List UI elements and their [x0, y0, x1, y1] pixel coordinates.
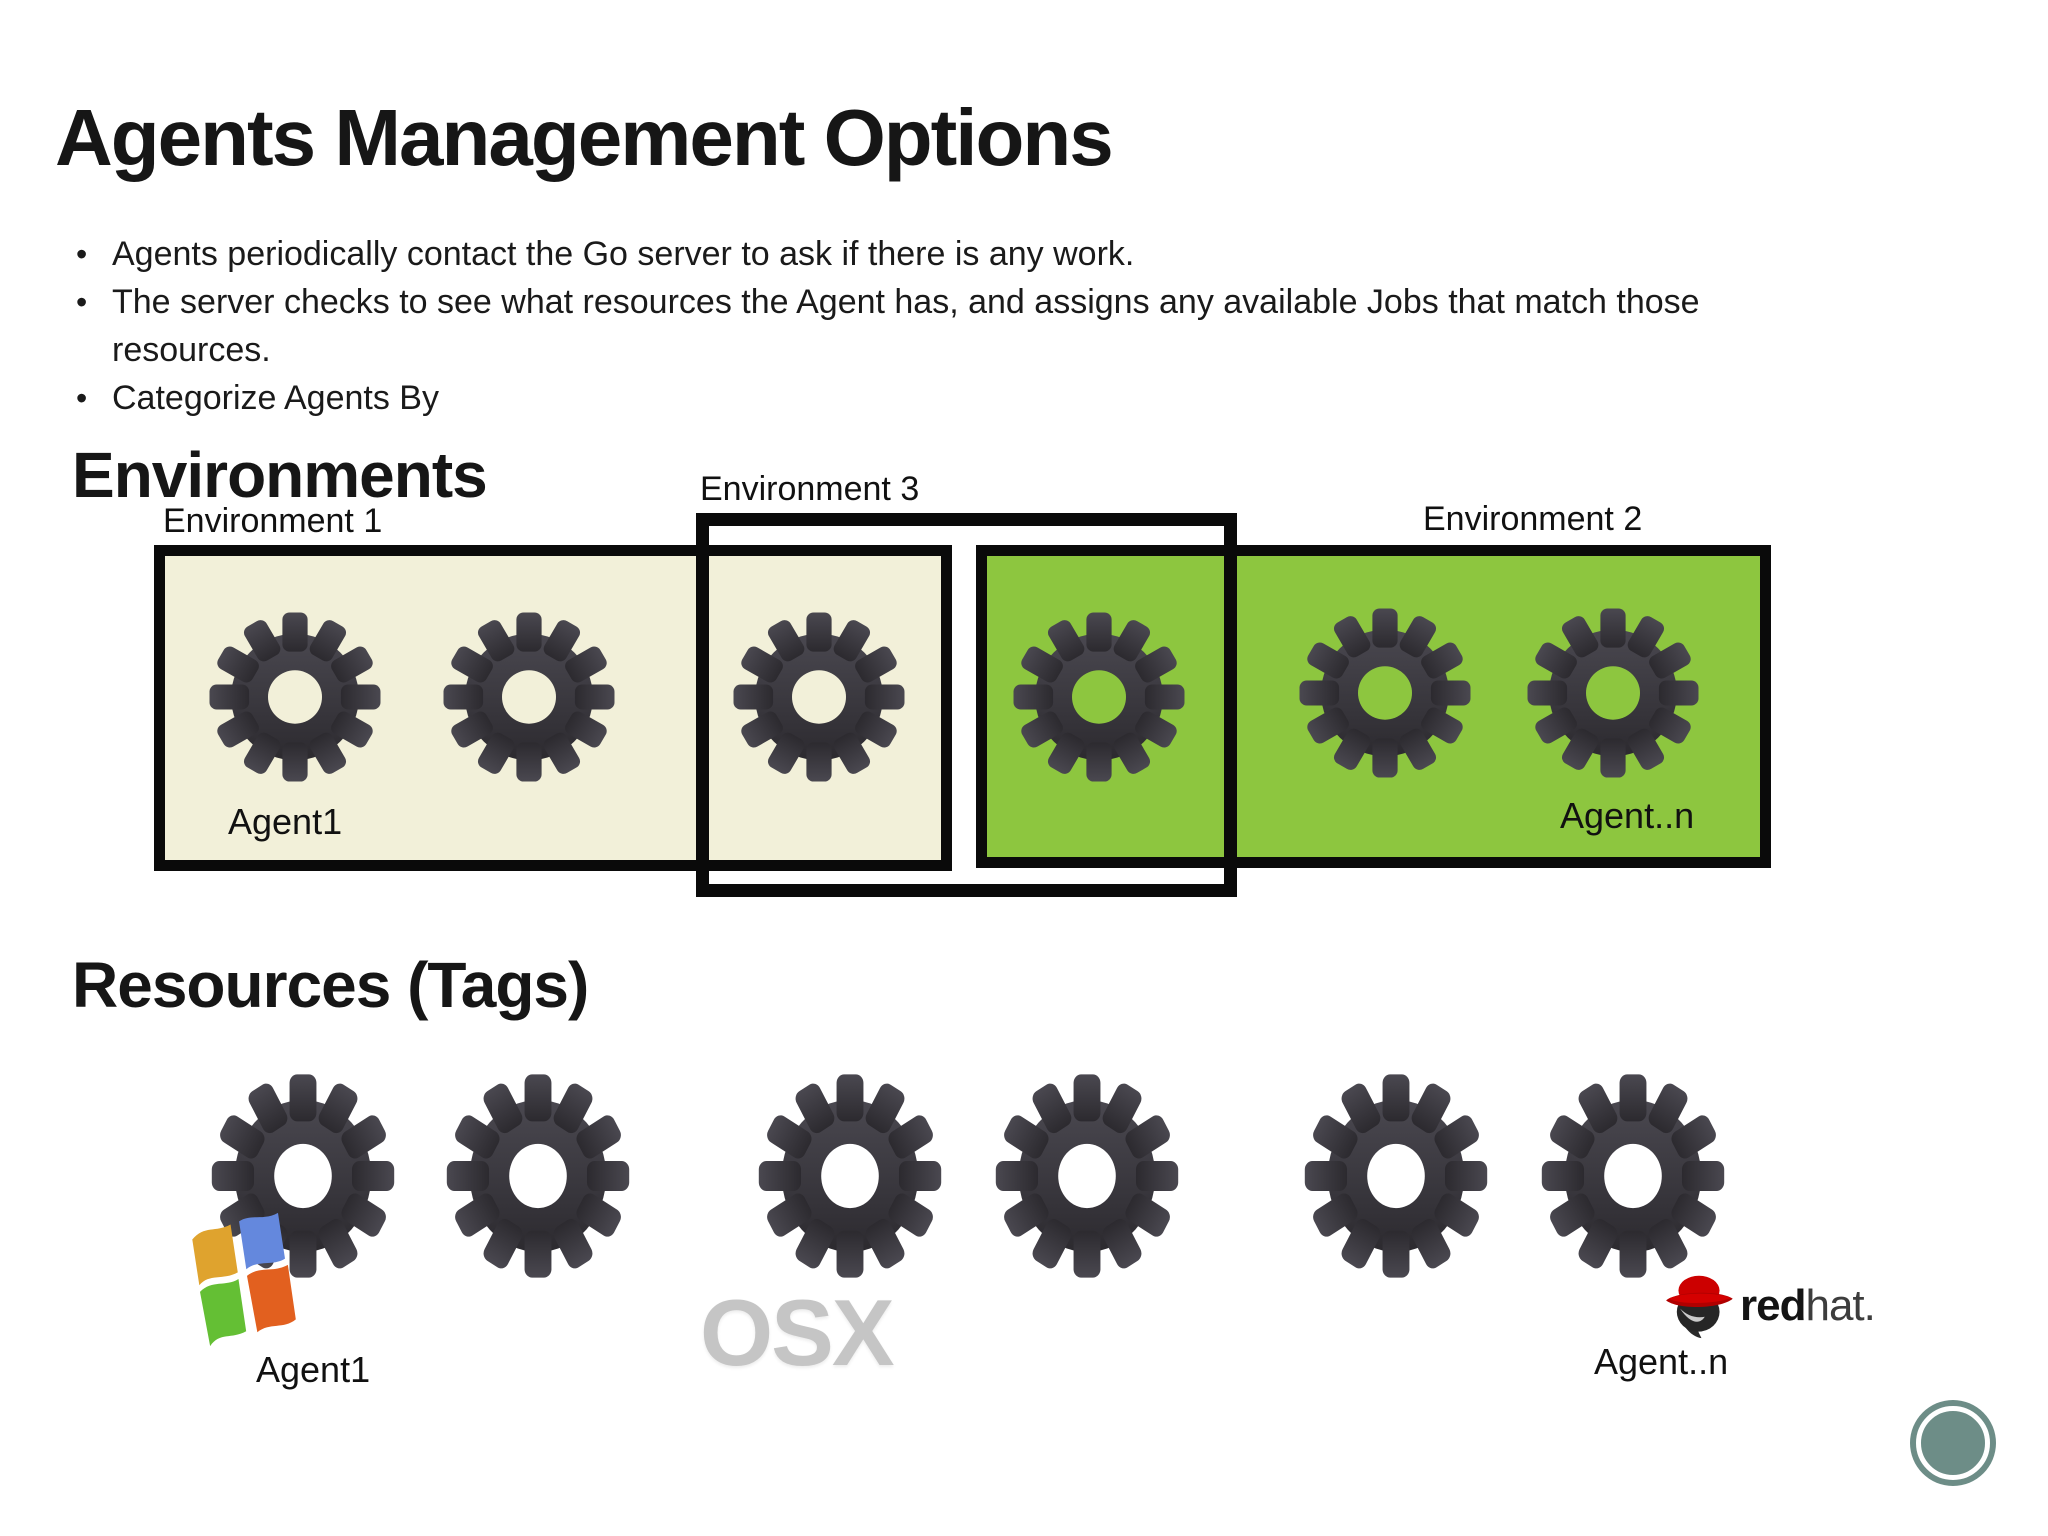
environment-1-label: Environment 1 [163, 502, 383, 540]
redhat-wordmark: redhat. [1740, 1281, 1876, 1330]
agent-n-label: Agent..n [1560, 795, 1695, 836]
gear-icon [1523, 604, 1703, 782]
page-title: Agents Management Options [55, 93, 1114, 182]
gear-icon [754, 1069, 946, 1283]
windows-logo-icon [186, 1206, 296, 1358]
osx-wordmark: OSX [700, 1280, 895, 1385]
bullet-item: The server checks to see what resources … [76, 278, 1702, 374]
bullet-list: Agents periodically contact the Go serve… [76, 230, 1702, 422]
redhat-logo-icon [1662, 1258, 1736, 1346]
gear-icon [991, 1069, 1183, 1283]
agent1-label: Agent1 [228, 801, 343, 842]
bullet-item: Agents periodically contact the Go serve… [76, 230, 1702, 278]
gear-icon [439, 608, 619, 786]
gear-icon [1295, 604, 1475, 782]
gear-icon [1300, 1069, 1492, 1283]
environment-3-box [696, 513, 1237, 897]
badge-circle-icon [1910, 1400, 1996, 1486]
gear-icon [205, 608, 385, 786]
gear-icon [1009, 608, 1189, 786]
agent1-label: Agent1 [256, 1349, 371, 1390]
environment-3-label: Environment 3 [700, 470, 920, 508]
gear-icon [729, 608, 909, 786]
environment-2-label: Environment 2 [1423, 500, 1643, 538]
redhat-wordmark-light: hat. [1805, 1281, 1875, 1330]
resources-heading: Resources (Tags) [72, 949, 589, 1021]
environments-heading: Environments [72, 439, 488, 511]
agent-n-label: Agent..n [1594, 1341, 1729, 1382]
redhat-wordmark-bold: red [1740, 1281, 1806, 1330]
gear-icon [442, 1069, 634, 1283]
gear-icon [1537, 1069, 1729, 1283]
bullet-item: Categorize Agents By [76, 374, 1702, 422]
